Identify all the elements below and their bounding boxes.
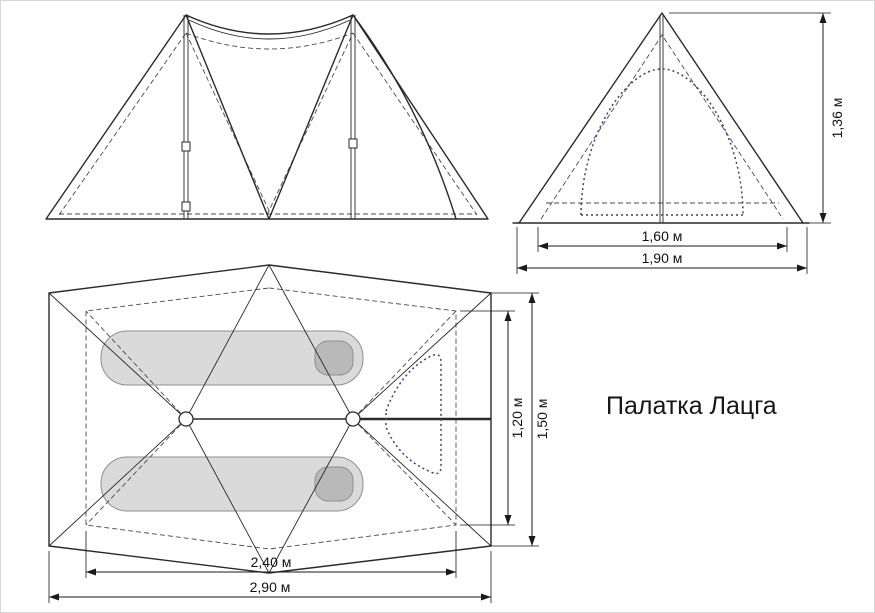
pole-hub-left [178, 411, 194, 427]
dim-label-end-inner-width: 1,60 м [642, 228, 683, 244]
pole-slider [181, 201, 191, 212]
plan-view: 1,20 м 1,50 м 2,40 м 2,90 м [48, 264, 550, 603]
dim-label-end-height: 1,36 м [829, 98, 845, 139]
door-outline-end [580, 68, 744, 216]
front-inner-seam [266, 32, 354, 216]
plan-inner-outline [85, 287, 457, 550]
front-ridge-curve-inner [188, 19, 351, 40]
pole-slider [181, 141, 191, 152]
door-outline-plan [385, 353, 442, 475]
sleeping-mat-upper [100, 330, 364, 386]
front-ridge-curve [185, 14, 354, 35]
end-inner-outline [540, 34, 784, 220]
dim-label-plan-outer-depth: 1,50 м [534, 399, 550, 440]
front-inner-seam [58, 32, 187, 216]
dim-label-plan-outer-length: 2,90 м [250, 579, 291, 595]
sleeping-mat-lower [100, 456, 364, 512]
pillow-upper [314, 340, 354, 376]
plan-inner-seams [85, 310, 457, 526]
dim-extension [669, 12, 831, 224]
tent-pole-left [183, 15, 189, 219]
front-inner-seam [352, 32, 478, 216]
front-outline [45, 14, 489, 220]
pole-hub-right [345, 411, 361, 427]
front-inner-ridge-curve [185, 32, 354, 50]
front-entrance-curve [352, 14, 457, 220]
front-inner-seam [185, 32, 272, 216]
pillow-lower [314, 466, 354, 502]
diagram-title: Палатка Лацга [606, 392, 777, 420]
end-outline [518, 12, 804, 224]
tent-pole-center [659, 15, 664, 223]
pole-slider [348, 138, 358, 149]
dim-label-plan-inner-length: 2,40 м [251, 554, 292, 570]
plan-seams-right [268, 264, 492, 574]
tent-pole-right [350, 15, 356, 219]
dim-label-end-outer-width: 1,90 м [642, 250, 683, 266]
plan-seams-left [48, 264, 270, 574]
end-view: 1,60 м 1,90 м 1,36 м [512, 12, 845, 274]
dim-label-plan-inner-depth: 1,20 м [509, 398, 525, 439]
front-view [45, 14, 489, 220]
